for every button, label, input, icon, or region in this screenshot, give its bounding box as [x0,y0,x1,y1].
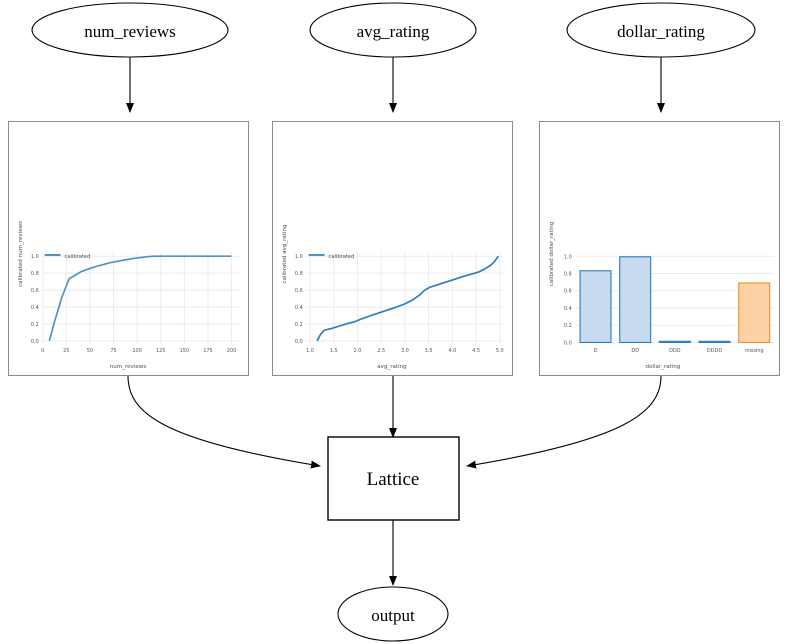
yaxis-label-dollar-rating: calibrated dollar_rating [549,221,555,286]
ytick-label: 0.0 [31,339,39,345]
legend-label-calibrated: calibrated [329,254,355,260]
series-calibrated [48,255,232,342]
xtick-label: 4.0 [448,348,456,354]
xtick-label: DD [631,348,639,354]
xtick-label: 5.0 [496,348,504,354]
ytick-label: 0.4 [31,305,39,311]
ytick-label: 1.0 [295,254,303,260]
xtick-label: 1.0 [306,348,314,354]
ytick-label: 0.2 [564,323,572,329]
bar-DDDD [698,340,731,344]
legend-label-calibrated: calibrated [65,254,91,260]
xtick-label: 50 [87,348,93,354]
bar-DDD [658,340,691,344]
yaxis-label-avg-rating: calibrated avg_rating [282,224,288,283]
ytick-label: 1.0 [31,254,39,260]
ytick-label: 0.0 [295,339,303,345]
xaxis-label-num-reviews: num_reviews [110,364,147,370]
ytick-label: 0.0 [564,340,572,346]
yaxis-label-num-reviews: calibrated num_reviews [18,221,24,287]
node-avg-rating-label: avg_rating [357,22,430,41]
xtick-label: 75 [110,348,116,354]
xtick-label: missing [745,348,764,354]
ytick-label: 0.2 [31,322,39,328]
ytick-label: 1.0 [564,254,572,260]
node-lattice-label: Lattice [367,469,420,490]
xtick-label: DDD [669,348,681,354]
node-num-reviews[interactable] [31,2,229,58]
xtick-label: 175 [203,348,212,354]
node-output-label: output [371,606,415,625]
xtick-label: 2.0 [354,348,362,354]
ytick-label: 0.2 [295,322,303,328]
series-calibrated [316,255,500,342]
xtick-label: 0 [41,348,44,354]
bar-missing [738,282,771,344]
chart-panel-num-reviews[interactable]: 0 25 50 75 100 125 150 175 200 0.0 0.2 0.4 0.6 0.8 1.0… [8,121,249,376]
node-num-reviews-label: num_reviews [84,22,176,41]
xtick-label: D [594,348,598,354]
xtick-label: 25 [63,348,69,354]
ytick-label: 0.6 [31,288,39,294]
chart-avg-rating: 1.0 1.5 2.0 2.5 3.0 3.5 4.0 4.5 5.0 0.0 0.2 0.4 0.6 0… [273,122,512,375]
xtick-label: 125 [156,348,165,354]
xaxis-label-dollar-rating: dollar_rating [646,364,681,370]
bar-DD [619,256,652,344]
ytick-label: 0.8 [31,271,39,277]
xtick-label: 1.5 [330,348,338,354]
xtick-label: 3.5 [425,348,433,354]
xtick-label: 3.0 [401,348,409,354]
xtick-label: 200 [227,348,236,354]
node-output[interactable] [337,586,449,642]
node-dollar-rating-label: dollar_rating [617,22,705,41]
xtick-label: 150 [180,348,189,354]
xtick-label: DDDD [707,348,722,354]
node-dollar-rating[interactable] [566,2,756,58]
node-lattice[interactable] [327,436,460,521]
ytick-label: 0.8 [564,272,572,278]
edge-num-reviews-calibrator-to-lattice [127,375,321,469]
chart-panel-avg-rating[interactable]: 1.0 1.5 2.0 2.5 3.0 3.5 4.0 4.5 5.0 0.0 0.2 0.4 0.6 0… [272,121,513,376]
ytick-label: 0.8 [295,271,303,277]
chart-num-reviews: 0 25 50 75 100 125 150 175 200 0.0 0.2 0.4 0.6 0.8 1.0… [9,122,248,375]
ytick-label: 0.4 [295,305,303,311]
edge-dollar-rating-calibrator-to-lattice [466,375,662,469]
xaxis-label-avg-rating: avg_rating [377,364,407,370]
node-avg-rating[interactable] [309,2,477,58]
ytick-label: 0.4 [564,306,572,312]
xtick-label: 4.5 [472,348,480,354]
ytick-label: 0.6 [295,288,303,294]
bar-D [579,270,612,344]
ytick-label: 0.6 [564,289,572,295]
xtick-label: 2.5 [377,348,385,354]
xtick-label: 100 [132,348,141,354]
